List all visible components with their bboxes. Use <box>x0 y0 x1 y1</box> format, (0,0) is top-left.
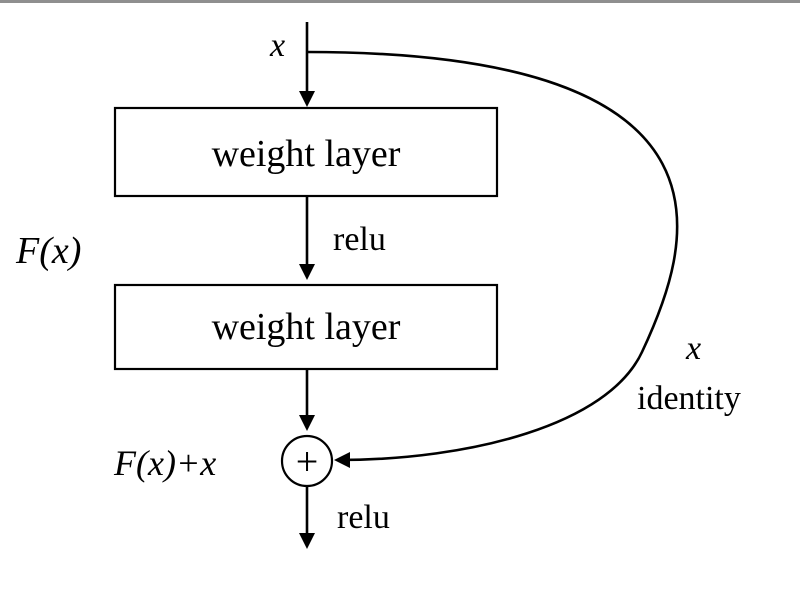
sum-label: F(x)+x <box>113 443 216 483</box>
relu-1-label: relu <box>333 221 386 258</box>
weight-layer-2-label: weight layer <box>212 306 401 348</box>
identity-shortcut-path <box>306 50 679 468</box>
relu-2-label: relu <box>337 499 390 536</box>
identity-variable-label: x <box>685 330 701 367</box>
weight-layer-1-label: weight layer <box>212 133 401 175</box>
identity-label: identity <box>637 380 741 417</box>
input-label: x <box>269 27 285 64</box>
sum-node-plus: + <box>296 439 319 484</box>
weight-layer-2-box <box>113 283 499 371</box>
top-border <box>0 0 800 3</box>
residual-function-label: F(x) <box>15 230 81 272</box>
